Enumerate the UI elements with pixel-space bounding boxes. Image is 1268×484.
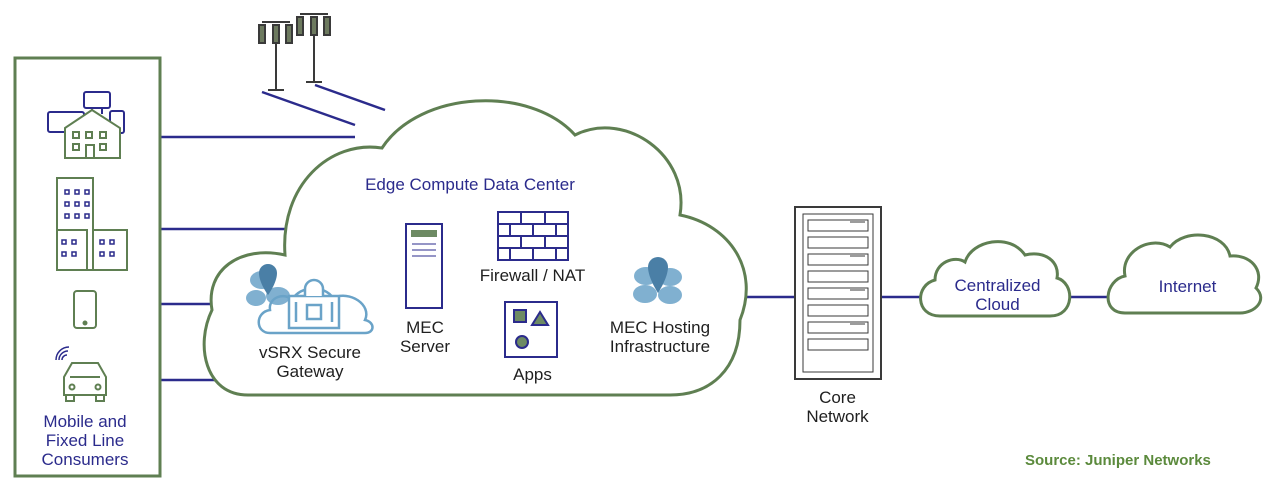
rack-icon	[794, 206, 882, 380]
signal-icon	[55, 346, 70, 361]
location-pin-icon	[259, 264, 277, 295]
cell-tower-icon	[258, 21, 293, 91]
internet-label: Internet	[1158, 277, 1217, 296]
location-pin-icon	[648, 257, 668, 293]
line-tower1	[261, 90, 356, 127]
office-building-icon	[56, 177, 128, 271]
apps-icon	[504, 301, 558, 358]
source-credit: Source: Juniper Networks	[1025, 452, 1211, 469]
car-icon	[63, 362, 107, 402]
internet-cloud	[1106, 233, 1263, 315]
mec-server-label: MEC Server	[399, 318, 451, 356]
home-building	[64, 108, 121, 159]
cell-tower-icon	[296, 13, 331, 83]
apps-label: Apps	[513, 365, 552, 384]
consumers-box	[13, 56, 162, 478]
firewall-label: Firewall / NAT	[479, 266, 586, 285]
centralized-cloud-label: Centralized Cloud	[954, 276, 1041, 314]
mec-hosting-label: MEC Hosting Infrastructure	[609, 318, 711, 356]
server-icon	[405, 223, 443, 309]
smartphone-icon	[73, 290, 97, 329]
connection-lines	[160, 83, 1113, 382]
edge-dc-title: Edge Compute Data Center	[365, 175, 575, 194]
firewall-icon	[497, 211, 569, 261]
centralized-cloud	[919, 240, 1072, 318]
consumers-label: Mobile and Fixed Line Consumers	[41, 412, 129, 469]
vsrx-label: vSRX Secure Gateway	[258, 343, 362, 381]
line-tower2	[314, 83, 386, 112]
core-network-label: Core Network	[806, 388, 869, 426]
